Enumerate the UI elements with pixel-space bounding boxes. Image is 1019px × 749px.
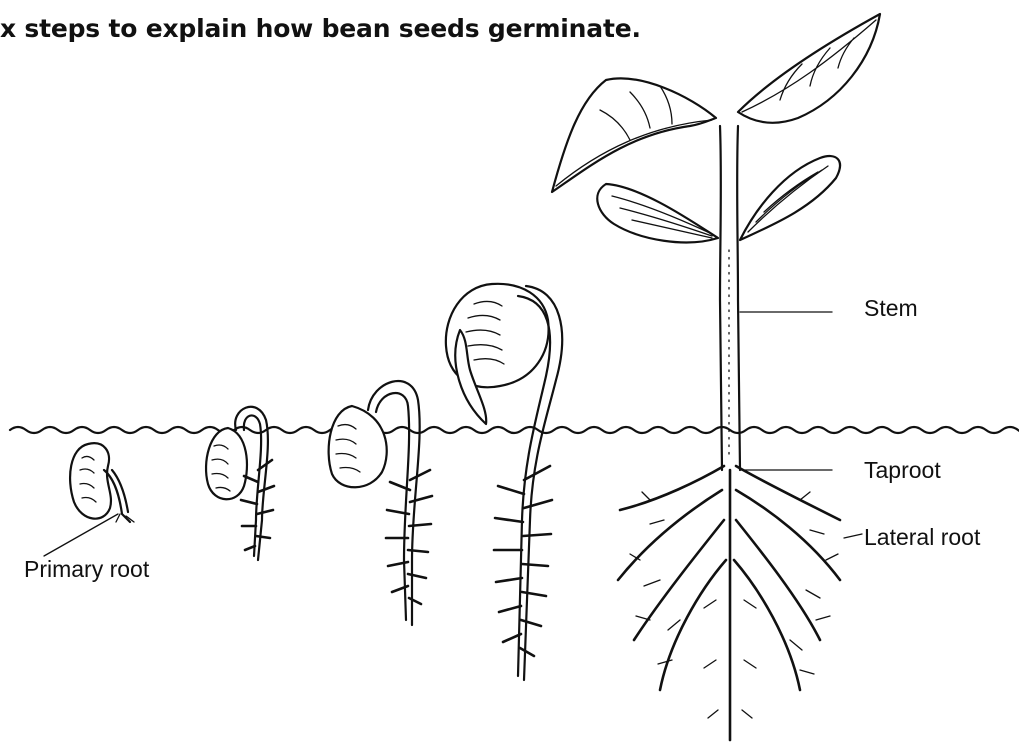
label-lateral-root: Lateral root — [864, 524, 980, 551]
stage-5-plant — [552, 14, 880, 740]
soil-line — [10, 427, 1019, 433]
label-taproot: Taproot — [864, 457, 941, 484]
stage-3-seedling — [329, 381, 432, 625]
stage-1-seed — [70, 443, 134, 522]
primary-root-leader — [44, 514, 118, 556]
label-primary-root: Primary root — [24, 556, 149, 583]
stage-4-seedling — [446, 284, 562, 680]
lateral-root-leader — [844, 534, 862, 538]
label-stem: Stem — [864, 295, 918, 322]
